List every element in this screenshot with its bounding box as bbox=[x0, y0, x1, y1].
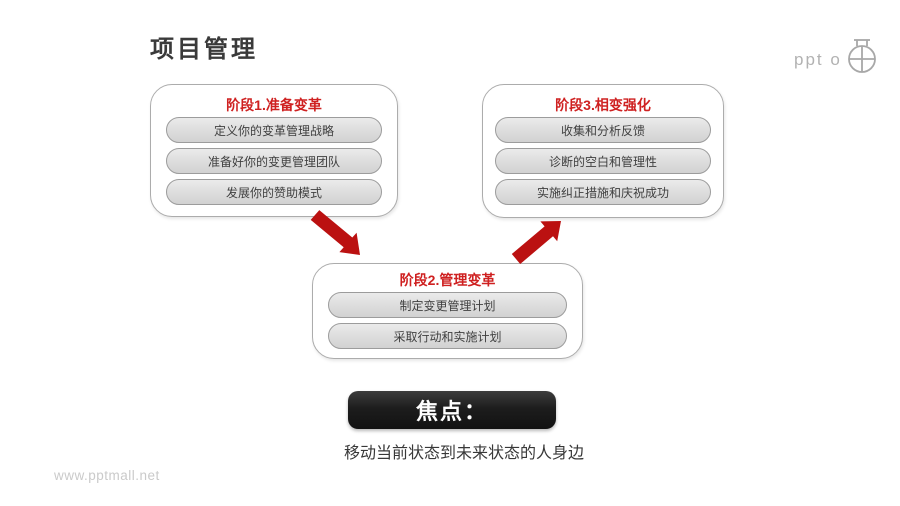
phase-1-item: 发展你的赞助模式 bbox=[166, 179, 382, 205]
page-title: 项目管理 bbox=[150, 36, 258, 63]
phase-1-box: 阶段1.准备变革 定义你的变革管理战略 准备好你的变更管理团队 发展你的赞助模式 bbox=[150, 84, 398, 217]
phase-2-box: 阶段2.管理变革 制定变更管理计划 采取行动和实施计划 bbox=[312, 263, 583, 359]
phase-3-title: 阶段3.相变强化 bbox=[555, 97, 651, 113]
watermark-url: www.pptmall.net bbox=[54, 468, 160, 483]
focus-caption: 移动当前状态到未来状态的人身边 bbox=[343, 445, 584, 462]
focus-box: 焦点： bbox=[348, 391, 556, 429]
phase-2-item: 采取行动和实施计划 bbox=[328, 323, 567, 349]
phase-1-item: 准备好你的变更管理团队 bbox=[166, 148, 382, 174]
phase-1-item: 定义你的变革管理战略 bbox=[166, 117, 382, 143]
phase-2-title: 阶段2.管理变革 bbox=[399, 272, 496, 288]
phase-2-item: 制定变更管理计划 bbox=[328, 292, 567, 318]
phase-3-box: 阶段3.相变强化 收集和分析反馈 诊断的空白和管理性 实施纠正措施和庆祝成功 bbox=[482, 84, 724, 218]
phase-3-item: 诊断的空白和管理性 bbox=[495, 148, 711, 174]
pptmall-logo: ppt o bbox=[794, 36, 880, 76]
arrow-phase2-to-phase3-icon bbox=[511, 221, 561, 264]
logo-text: ppt o bbox=[794, 49, 842, 69]
phase-1-title: 阶段1.准备变革 bbox=[226, 97, 322, 113]
phase-3-item: 收集和分析反馈 bbox=[495, 117, 711, 143]
phase-3-item: 实施纠正措施和庆祝成功 bbox=[495, 179, 711, 205]
compass-circle-icon bbox=[847, 39, 876, 73]
focus-label: 焦点： bbox=[415, 399, 488, 424]
